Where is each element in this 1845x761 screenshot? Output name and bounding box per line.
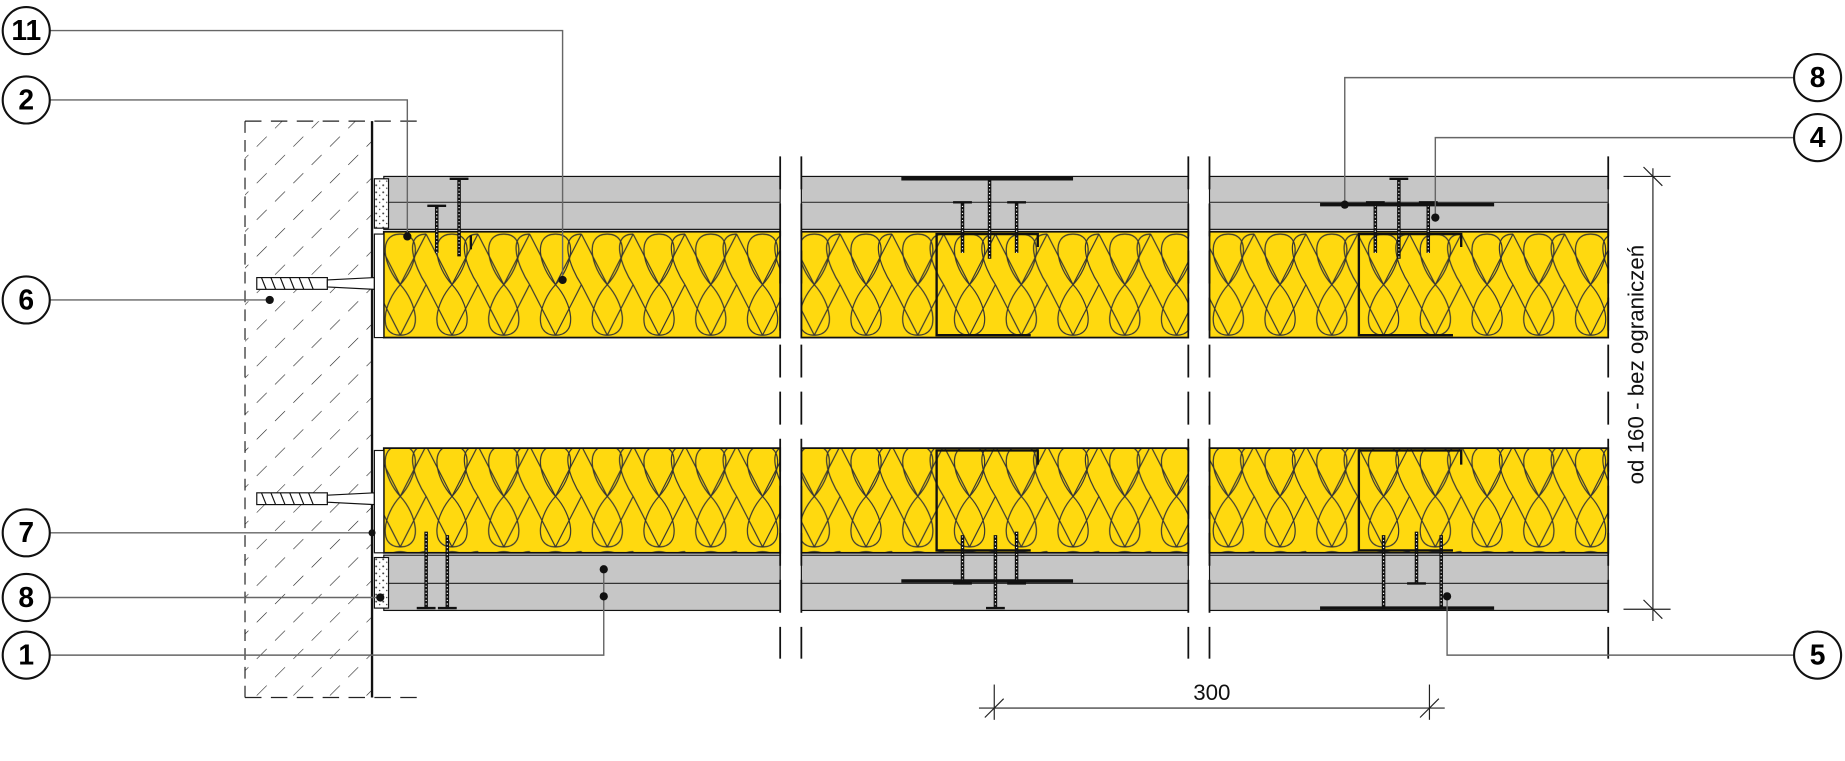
- leader-dots: [265, 200, 1452, 602]
- edge-filler-top: [373, 178, 390, 229]
- callout-7: 7: [1, 508, 51, 558]
- insulation-bottom-0: [382, 447, 782, 554]
- svg-text:6: 6: [18, 283, 34, 315]
- callout-11: 11: [1, 5, 51, 56]
- dimension-height-label: od 160 - bez ograniczeń: [1624, 245, 1649, 485]
- insulation-top-2: [1208, 230, 1610, 339]
- callout-8-left: 8: [1, 572, 51, 623]
- callout-5: 5: [1793, 630, 1843, 680]
- callout-8-right: 8: [1793, 53, 1843, 103]
- callout-6: 6: [1, 275, 51, 325]
- dimension-spacing-label: 300: [1193, 680, 1230, 705]
- screw-top-0: [427, 204, 447, 253]
- screws: [416, 177, 1495, 610]
- screw-bottom-6: [1407, 531, 1426, 585]
- screw-bottom-3: [986, 535, 1005, 610]
- screw-top-7: [1418, 201, 1438, 253]
- svg-text:11: 11: [11, 14, 41, 46]
- svg-text:1: 1: [18, 639, 34, 671]
- insulation-bottom-2: [1208, 447, 1610, 554]
- screw-bottom-2: [953, 535, 972, 585]
- svg-text:2: 2: [18, 83, 34, 115]
- svg-text:7: 7: [18, 516, 34, 548]
- screw-top-4: [1007, 201, 1027, 253]
- screw-top-5: [1365, 201, 1385, 253]
- c-profile-bottom-0: [935, 449, 1039, 552]
- callout-4: 4: [1793, 113, 1843, 163]
- screw-bottom-4: [1007, 531, 1027, 585]
- callout-2: 2: [1, 75, 51, 125]
- insulation-top-0: [382, 230, 782, 339]
- insulation-top-1: [800, 230, 1190, 339]
- screw-top-1: [449, 177, 469, 257]
- dimension-height: [1623, 166, 1671, 622]
- svg-text:4: 4: [1810, 121, 1826, 153]
- screw-bottom-1: [437, 535, 457, 610]
- svg-text:8: 8: [18, 581, 34, 613]
- callout-1: 1: [1, 630, 51, 680]
- c-profile-top-1: [1357, 232, 1463, 337]
- masonry-wall: [244, 120, 422, 699]
- c-profile-top-0: [935, 232, 1039, 337]
- sealing-strip-bottom: [373, 449, 385, 554]
- svg-text:8: 8: [1810, 61, 1826, 93]
- break-lines: [779, 156, 1610, 659]
- sealing-strip-top: [373, 233, 385, 339]
- screw-top-2: [953, 201, 972, 253]
- c-profile-bottom-1: [1357, 449, 1463, 552]
- dimension-spacing: [978, 684, 1445, 720]
- screw-top-6: [1389, 177, 1409, 259]
- wall-layers: [382, 175, 1610, 612]
- screw-bottom-0: [416, 531, 436, 610]
- svg-text:5: 5: [1810, 639, 1826, 671]
